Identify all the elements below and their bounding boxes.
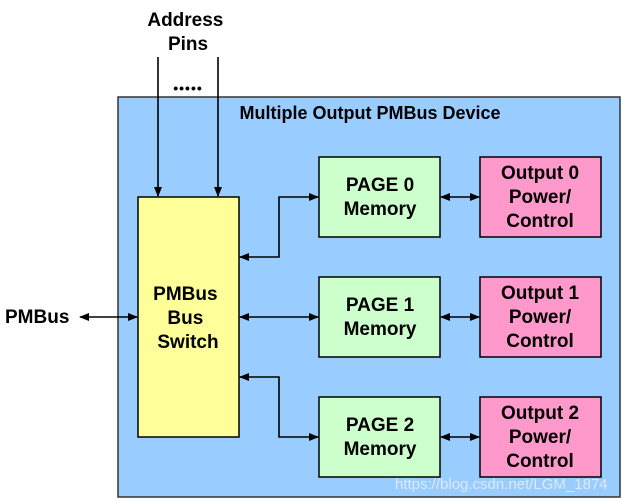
pmbus-label: PMBus bbox=[5, 307, 69, 328]
address-pins-label: Address Pins bbox=[147, 10, 228, 55]
bus-switch-box bbox=[137, 196, 240, 438]
device-title: Multiple Output PMBus Device bbox=[239, 103, 500, 123]
watermark: https://blog.csdn.net/LGM_1874 bbox=[395, 476, 608, 493]
bus-switch-label: PMBus Bus Switch bbox=[153, 284, 223, 353]
switch-page2-arrow bbox=[239, 373, 319, 441]
pins-ellipsis: ••••• bbox=[173, 80, 203, 96]
switch-page0-arrow bbox=[239, 193, 319, 261]
